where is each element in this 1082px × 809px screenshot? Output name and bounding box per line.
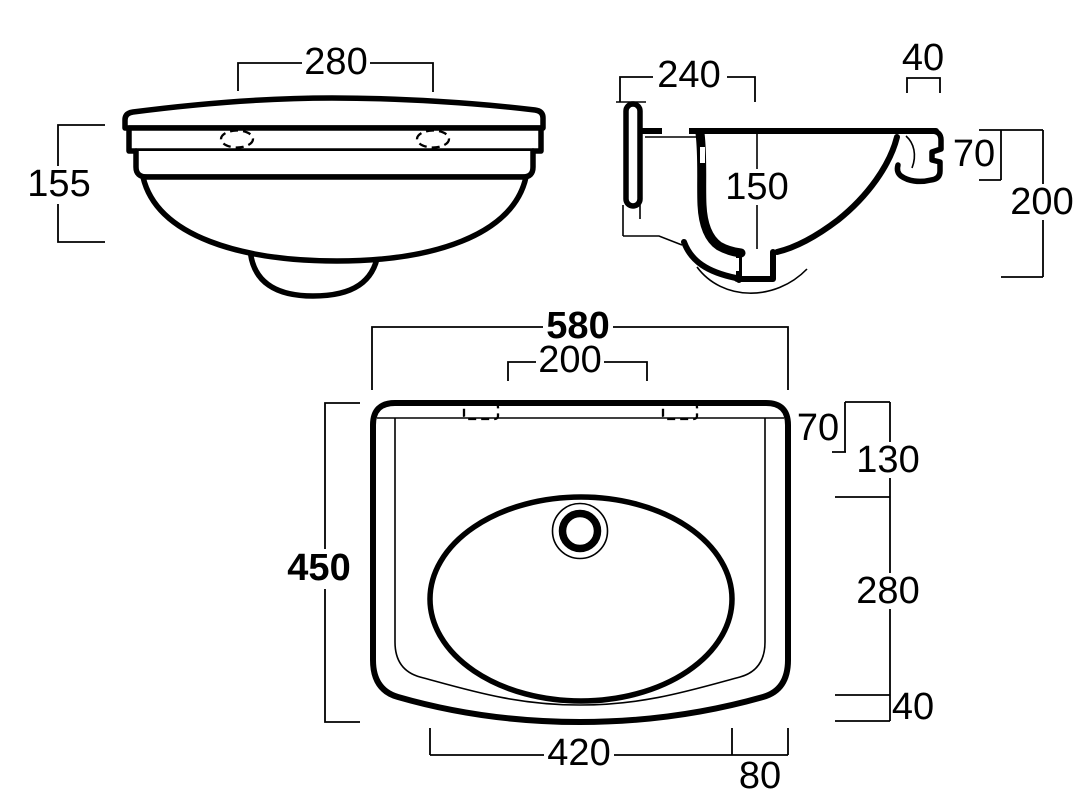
dim-side-wall-depth: 240: [619, 54, 756, 102]
dimension-line: [832, 401, 890, 453]
dim-side-rim-height: 70: [953, 129, 1043, 181]
wall-fixing-plate: [623, 101, 643, 209]
dim-label-70-side: 70: [953, 133, 995, 175]
dim-label-200-plan: 200: [538, 339, 601, 381]
dim-label-80: 80: [739, 755, 781, 797]
side-view-outline: [616, 101, 944, 294]
label-backing: [30, 166, 90, 204]
bowl-back-wall: [695, 128, 746, 258]
fascia-band: [126, 125, 544, 154]
label-backing: [286, 549, 354, 589]
label-backing: [653, 56, 727, 94]
plan-view-outline: [370, 400, 791, 725]
tap-hole-gap: [662, 124, 689, 136]
dim-label-280-plan: 280: [856, 570, 919, 612]
bulge-arc-section: [696, 266, 808, 294]
front-lip-profile: [894, 128, 944, 185]
lip-inner-line: [905, 135, 916, 169]
dim-plan-bottom: 420 80: [429, 728, 789, 797]
front-view-outline: [122, 95, 546, 299]
bowl-outline: [427, 494, 735, 704]
dim-label-130: 130: [856, 439, 919, 481]
dim-label-420: 420: [547, 732, 610, 774]
drain-slot: [735, 258, 739, 271]
overflow-slot: [700, 147, 705, 163]
dim-front-tap-spacing: 280: [237, 41, 434, 92]
label-backing: [726, 169, 788, 205]
dim-label-240: 240: [657, 54, 720, 96]
dim-plan-overall-width: 580: [371, 305, 789, 390]
label-backing: [536, 342, 604, 378]
basin-inner-outline: [394, 418, 766, 706]
dim-label-40-plan: 40: [892, 686, 934, 728]
dim-label-150: 150: [725, 166, 788, 208]
tap-hole-icon: [219, 129, 255, 149]
tap-hole-icon: [462, 402, 500, 421]
dim-label-280-front: 280: [304, 41, 367, 83]
dim-side-lip-width: 40: [902, 37, 944, 93]
label-backing: [302, 45, 370, 81]
label-backing: [855, 442, 923, 478]
label-backing: [855, 573, 923, 609]
dim-plan-tap-spacing: 200: [507, 339, 648, 381]
tap-hole-icon: [661, 402, 699, 421]
trap-shroud: [681, 239, 739, 281]
dim-plan-right-chain: 70 130 280 40: [797, 401, 934, 728]
dim-label-70-plan: 70: [797, 407, 839, 449]
dim-label-155: 155: [27, 163, 90, 205]
dim-front-height: 155: [27, 124, 105, 243]
tap-hole-icon: [415, 129, 451, 149]
dim-label-40-side: 40: [902, 37, 944, 79]
dim-side-total-height: 200: [1001, 130, 1075, 278]
dimension-line: [835, 402, 891, 722]
side-view: 240 40 70 200 150: [616, 37, 1075, 294]
label-backing: [1011, 184, 1075, 220]
plate-lower-outline: [622, 205, 683, 246]
rim-profile: [122, 95, 546, 131]
dim-label-200-side: 200: [1010, 181, 1073, 223]
label-backing: [544, 736, 614, 774]
dimension-line: [906, 77, 941, 93]
lower-band: [133, 148, 536, 180]
label-backing: [543, 308, 613, 346]
drain-recess: [551, 502, 609, 560]
bowl-front-wall: [774, 134, 900, 255]
bowl-profile: [140, 174, 529, 264]
dim-side-bowl-depth: 150: [725, 133, 789, 249]
dimension-line: [979, 129, 1043, 181]
front-view: 280 155: [27, 41, 546, 299]
drain-hole: [558, 509, 602, 553]
drain-bulge: [247, 242, 382, 299]
dim-plan-overall-depth: 450: [286, 402, 360, 723]
plan-view: 580 200 450 70 130 280 40 420 80: [286, 305, 934, 797]
dim-label-580: 580: [546, 305, 609, 347]
dim-label-450: 450: [287, 547, 350, 589]
